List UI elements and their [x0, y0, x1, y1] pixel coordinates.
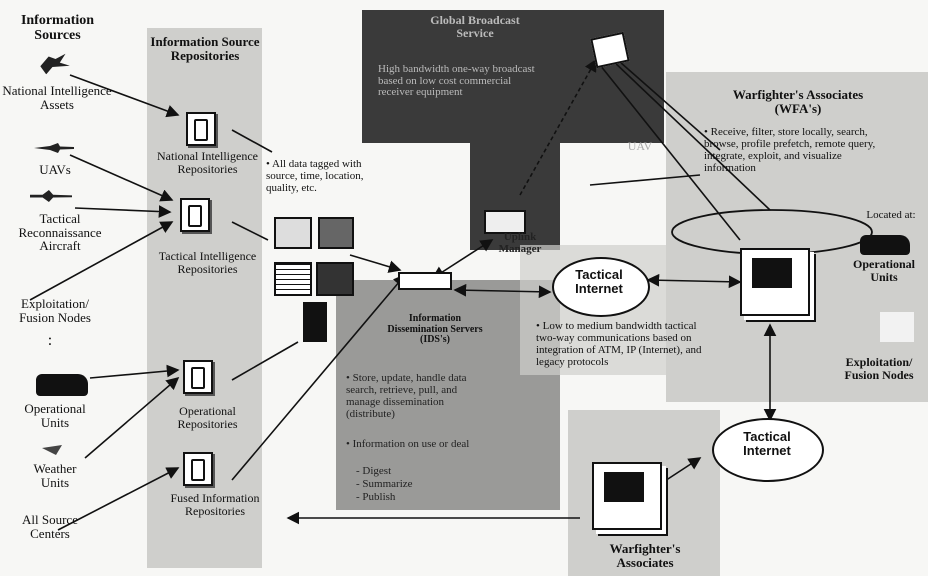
repo-fused: Fused Information Repositories	[170, 491, 260, 518]
uav-label: UAV	[627, 139, 653, 153]
wfa-desc: • Receive, filter, store locally, search…	[704, 126, 876, 175]
weather-icon	[42, 445, 62, 455]
wfa-title: Warfighter's Associates (WFA's)	[732, 87, 864, 116]
server-bullet-2: • Information on use or deal	[346, 438, 470, 450]
data-thumbnail-doc	[303, 302, 327, 342]
repository-icon	[183, 452, 213, 486]
monitor-screen-icon	[604, 472, 644, 502]
repo-tactical: Tactical Intelligence Repositories	[158, 249, 257, 276]
sources-header: Information Sources	[20, 13, 95, 43]
source-tactical-recon: Tactical Reconnaissance Aircraft	[18, 211, 102, 254]
gbs-desc: High bandwidth one-way broadcast based o…	[378, 63, 535, 99]
internet-note: • Low to medium bandwidth tactical two-w…	[536, 320, 702, 369]
uplink-box	[484, 210, 526, 234]
tag-note: • All data tagged with source, time, loc…	[266, 158, 364, 195]
tactical-internet-cloud	[552, 257, 650, 317]
server-sub-2: - Summarize	[356, 478, 413, 490]
repositories-header: Information Source Repositories	[150, 34, 260, 63]
source-weather: Weather Units	[33, 461, 77, 490]
data-thumbnail-image	[318, 217, 354, 249]
repository-icon	[180, 198, 210, 232]
data-thumbnail-photo	[316, 262, 354, 296]
tactical-internet-label-2: Tactical Internet	[743, 429, 791, 458]
data-thumbnail-table	[274, 262, 312, 296]
wfa-exploitation: Exploitation/ Fusion Nodes	[844, 355, 914, 382]
source-uavs: UAVs	[39, 162, 71, 177]
source-national: National Intelligence Assets	[2, 83, 112, 112]
source-dots: :	[47, 332, 53, 349]
uplink-label: Uplink Manager	[498, 231, 542, 255]
gbs-title: Global Broadcast Service	[430, 13, 520, 40]
server-sub-3: - Publish	[356, 491, 396, 503]
uav-icon	[34, 143, 74, 153]
gbs-panel	[362, 10, 664, 143]
server-sub-1: - Digest	[356, 465, 392, 477]
humvee-icon	[860, 235, 910, 255]
monitor-screen-icon	[752, 258, 792, 288]
repository-icon	[186, 112, 216, 146]
node-icon	[880, 312, 914, 342]
server-title: Information Dissemination Servers (IDS's…	[387, 313, 483, 345]
server-box	[398, 272, 452, 290]
data-thumbnail-map	[274, 217, 312, 249]
source-all-source: All Source Centers	[22, 512, 78, 541]
repo-national: National Intelligence Repositories	[157, 149, 258, 176]
wfa-operational: Operational Units	[853, 257, 915, 284]
bottom-wfa-label: Warfighter's Associates	[609, 541, 681, 570]
source-exploitation: Exploitation/ Fusion Nodes	[19, 296, 91, 325]
tactical-internet-label: Tactical Internet	[575, 267, 623, 296]
repository-icon	[183, 360, 213, 394]
humvee-icon	[36, 374, 88, 396]
wfa-located: Located at:	[866, 209, 916, 221]
source-operational: Operational Units	[24, 401, 86, 430]
repo-operational: Operational Repositories	[177, 404, 238, 431]
server-bullet-1: • Store, update, handle data search, ret…	[346, 372, 467, 421]
tactical-internet-cloud	[712, 418, 824, 482]
